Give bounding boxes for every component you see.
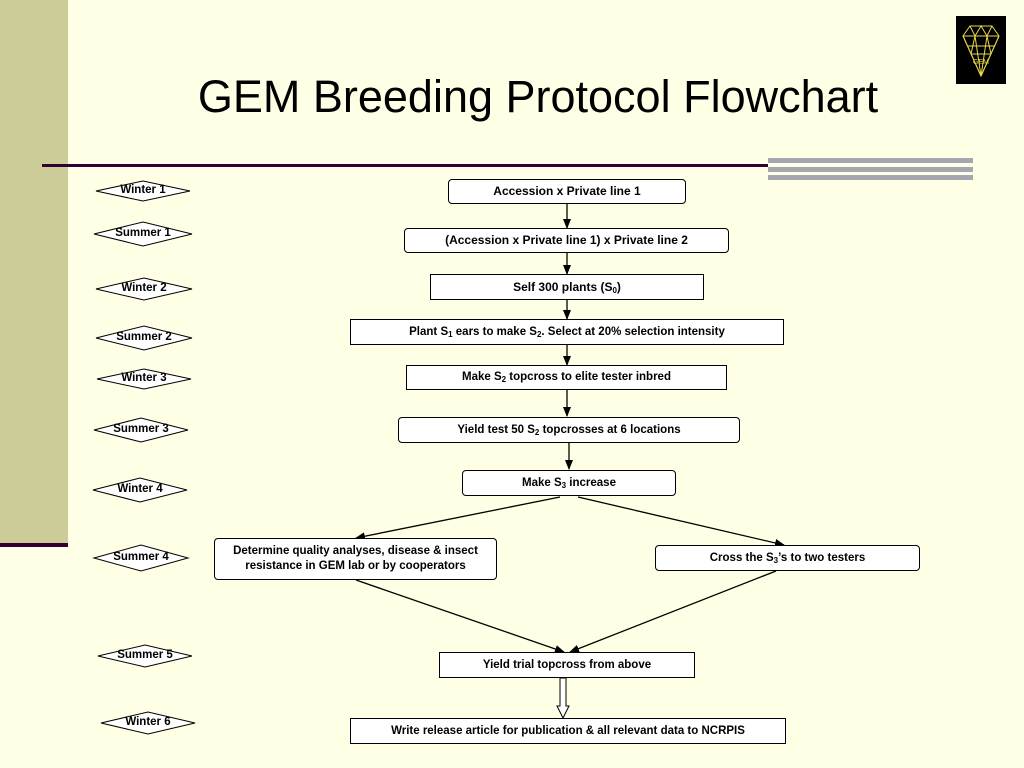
season-label: Summer 3 xyxy=(113,423,169,435)
step-text: Write release article for publication & … xyxy=(391,724,745,737)
page-title: GEM Breeding Protocol Flowchart xyxy=(197,71,879,122)
arrow-8a-9 xyxy=(355,579,565,653)
season-label: Summer 4 xyxy=(113,551,169,563)
arrow-8b-9 xyxy=(569,570,777,653)
season-marker-9 xyxy=(97,644,193,668)
season-label: Winter 4 xyxy=(117,483,163,495)
left-accent-bar xyxy=(0,0,68,545)
arrow-9-10 xyxy=(556,677,570,720)
season-label: Winter 1 xyxy=(120,184,166,196)
arrow-7-8b xyxy=(577,496,785,547)
step-text: Make S2 topcross to elite tester inbred xyxy=(462,371,671,384)
step-text: Yield test 50 S2 topcrosses at 6 locatio… xyxy=(457,423,681,437)
season-marker-4 xyxy=(95,325,193,351)
step-text: Plant S1 ears to make S2. Select at 20% … xyxy=(409,325,725,339)
step-self-plants: Self 300 plants (S0) xyxy=(430,274,704,300)
step-release-article: Write release article for publication & … xyxy=(350,718,786,744)
gem-logo: GEM xyxy=(956,16,1006,84)
season-label: Summer 2 xyxy=(116,331,172,343)
season-marker-8 xyxy=(92,544,190,572)
season-label: Summer 1 xyxy=(115,227,171,239)
left-accent-rule xyxy=(0,543,68,547)
logo-text: GEM xyxy=(973,59,989,66)
arrow-7-8a xyxy=(355,496,561,541)
step-text-line1: Determine quality analyses, disease & in… xyxy=(233,545,478,557)
step-topcross-tester: Make S2 topcross to elite tester inbred xyxy=(406,365,727,390)
step-quality-analyses: Determine quality analyses, disease & in… xyxy=(214,538,497,580)
season-marker-7 xyxy=(92,477,188,503)
step-yield-test: Yield test 50 S2 topcrosses at 6 locatio… xyxy=(398,417,740,443)
step-text: (Accession x Private line 1) x Private l… xyxy=(445,233,688,247)
season-marker-1 xyxy=(95,180,191,202)
title-stripe-decoration xyxy=(768,158,973,180)
season-marker-3 xyxy=(95,277,193,301)
season-marker-5 xyxy=(96,368,192,390)
step-cross-testers: Cross the S3’s to two testers xyxy=(655,545,920,571)
step-text: Accession x Private line 1 xyxy=(493,184,641,198)
step-accession-cross: Accession x Private line 1 xyxy=(448,179,686,204)
step-text: Make S3 increase xyxy=(522,476,616,490)
season-marker-10 xyxy=(100,711,196,735)
season-marker-6 xyxy=(93,417,189,443)
title-divider xyxy=(42,164,972,167)
season-marker-2 xyxy=(93,221,193,247)
step-plant-ears-select: Plant S1 ears to make S2. Select at 20% … xyxy=(350,319,784,345)
step-text: Self 300 plants (S0) xyxy=(513,279,621,295)
step-three-way-cross: (Accession x Private line 1) x Private l… xyxy=(404,228,729,253)
step-s3-increase: Make S3 increase xyxy=(462,470,676,496)
season-label: Winter 3 xyxy=(121,372,167,384)
step-text: Cross the S3’s to two testers xyxy=(709,551,866,565)
season-label: Winter 6 xyxy=(125,716,171,728)
season-label: Winter 2 xyxy=(121,282,167,294)
season-label: Summer 5 xyxy=(117,649,173,661)
step-text-line2: resistance in GEM lab or by cooperators xyxy=(245,560,466,572)
step-yield-trial: Yield trial topcross from above xyxy=(439,652,695,678)
step-text: Yield trial topcross from above xyxy=(482,658,652,671)
